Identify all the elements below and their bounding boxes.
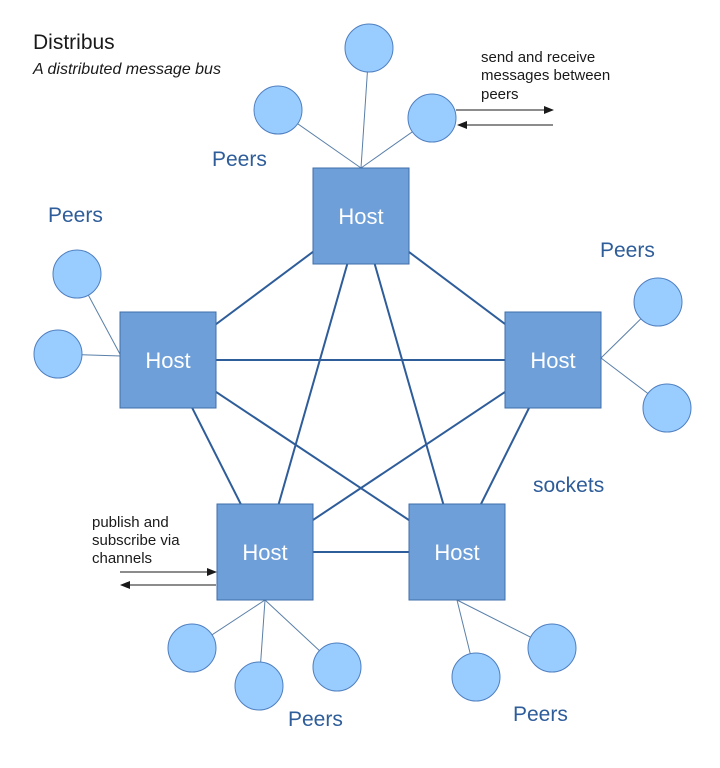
publish-subscribe-note: publish and subscribe via channels xyxy=(92,514,217,589)
host-box xyxy=(504,311,602,409)
peers-label-right: Peers xyxy=(600,239,655,262)
note-line: messages between xyxy=(481,67,610,84)
peer-node xyxy=(167,623,217,673)
host-right: Host xyxy=(504,311,602,409)
host-box xyxy=(408,503,506,601)
socket-connections xyxy=(167,215,554,553)
host-box xyxy=(312,167,410,265)
peer-node xyxy=(344,23,394,73)
host-bottom-left: Host xyxy=(216,503,314,601)
peers-label-bottom-right: Peers xyxy=(513,703,568,726)
peer-node xyxy=(33,329,83,379)
peer-node xyxy=(234,661,284,711)
peer-nodes xyxy=(33,23,692,711)
socket-top-bottom-left xyxy=(264,215,362,553)
peer-node xyxy=(407,93,457,143)
peer-node xyxy=(642,383,692,433)
diagram-title: Distribus xyxy=(33,31,115,54)
peer-node xyxy=(451,652,501,702)
host-label: Host xyxy=(145,348,190,373)
peer-node xyxy=(52,249,102,299)
host-box xyxy=(119,311,217,409)
note-line: peers xyxy=(481,86,519,103)
diagram-subtitle: A distributed message bus xyxy=(32,61,221,78)
host-box xyxy=(216,503,314,601)
host-label: Host xyxy=(530,348,575,373)
note-line: send and receive xyxy=(481,49,595,66)
peer-node xyxy=(253,85,303,135)
peers-label-bottom-left: Peers xyxy=(288,708,343,731)
socket-top-bottom-right xyxy=(360,215,458,553)
host-label: Host xyxy=(338,204,383,229)
host-bottom-right: Host xyxy=(408,503,506,601)
note-line: channels xyxy=(92,550,152,567)
peer-node xyxy=(312,642,362,692)
sockets-label: sockets xyxy=(533,474,604,497)
note-line: publish and xyxy=(92,514,169,531)
host-label: Host xyxy=(434,540,479,565)
host-left: Host xyxy=(119,311,217,409)
host-label: Host xyxy=(242,540,287,565)
send-receive-note: send and receive messages between peers xyxy=(456,49,610,129)
peers-label-top: Peers xyxy=(212,148,267,171)
peer-node xyxy=(633,277,683,327)
peers-label-left: Peers xyxy=(48,204,103,227)
host-top: Host xyxy=(312,167,410,265)
note-line: subscribe via xyxy=(92,532,180,549)
peer-node xyxy=(527,623,577,673)
